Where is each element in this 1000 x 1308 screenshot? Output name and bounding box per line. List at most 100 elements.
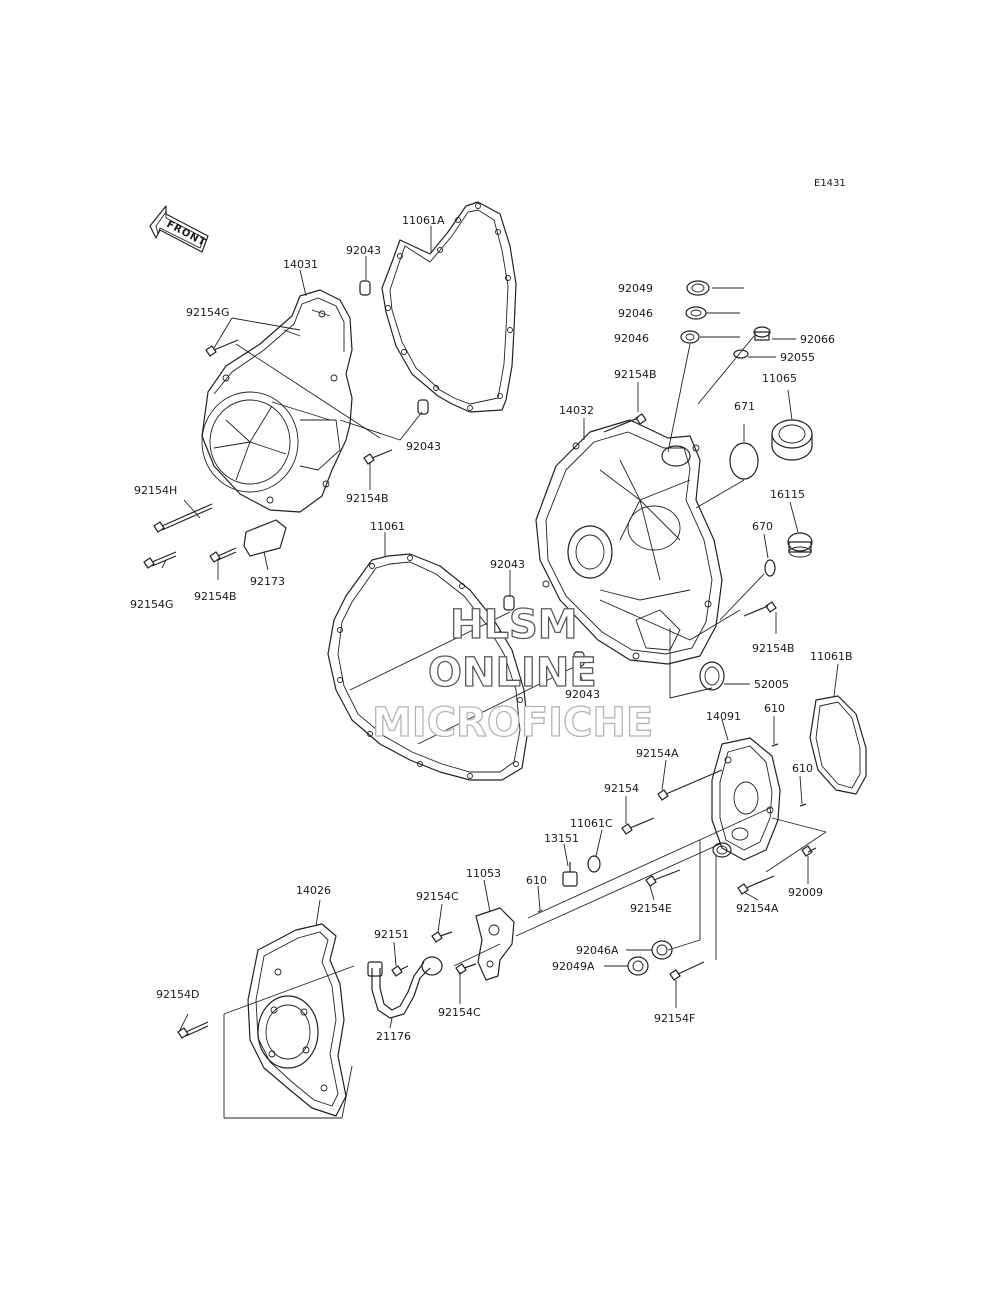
screw-13151-icon (562, 862, 578, 887)
part-16115-label: 16115 (770, 488, 805, 501)
watermark: HLSM ONLINE MICROFICHE (371, 601, 654, 746)
pin-610-b-icon (799, 803, 807, 807)
engine-cover-14031 (201, 289, 353, 513)
part-92154b-right-label: 92154B (752, 642, 795, 655)
bearing-92046-14091-icon (712, 842, 732, 858)
bearing-92046-b-icon (680, 330, 700, 344)
dowel-pin-92043-top-icon (359, 280, 371, 296)
bolt-92009-icon (801, 845, 817, 857)
part-610-a-label: 610 (764, 702, 785, 715)
part-92043-center-label: 92043 (490, 558, 525, 571)
bolt-92154b-lower-icon (209, 547, 237, 563)
gasket-11061b-outline (809, 695, 867, 795)
part-21176-label: 21176 (376, 1030, 411, 1043)
cap-11065-icon (771, 419, 813, 461)
diagram-code: E1431 (814, 178, 846, 189)
gasket-11061a-bolt-holes (385, 203, 513, 411)
bolt-92154b-upper-icon (603, 413, 647, 433)
part-92066-label: 92066 (800, 333, 835, 346)
part-92009-label: 92009 (788, 886, 823, 899)
part-92043-top-label: 92043 (346, 244, 381, 257)
part-11065-label: 11065 (762, 372, 797, 385)
part-92046-b-label: 92046 (614, 332, 649, 345)
part-92154g-bottom-label: 92154G (130, 598, 174, 611)
part-11061a-label: 11061A (402, 214, 445, 227)
part-14031-label: 14031 (283, 258, 318, 271)
bolt-92154b-left-icon (363, 449, 393, 465)
part-92049-label: 92049 (618, 282, 653, 295)
part-92049a-label: 92049A (552, 960, 595, 973)
pin-610-a-icon (771, 743, 779, 747)
part-13151-label: 13151 (544, 832, 579, 845)
part-92151-label: 92151 (374, 928, 409, 941)
bolt-92154g-top-icon (205, 339, 239, 357)
dowel-pin-92043-lower-icon (573, 651, 585, 667)
part-92043-mid-label: 92043 (406, 440, 441, 453)
part-92154c-upper-label: 92154C (416, 890, 459, 903)
bearing-92046-a-icon (685, 306, 707, 320)
watermark-line-3: MICROFICHE (372, 700, 653, 746)
holder-11053 (475, 907, 515, 981)
part-610-b-label: 610 (792, 762, 813, 775)
part-670-label: 670 (752, 520, 773, 533)
seal-52005-icon (699, 661, 725, 691)
watermark-line-1: HLSM (450, 602, 578, 648)
o-ring-671-icon (729, 442, 759, 480)
bolt-92154c-lower-icon (455, 963, 477, 975)
part-14032-label: 14032 (559, 404, 594, 417)
part-11061-label: 11061 (370, 520, 405, 533)
leader-lines (161, 226, 839, 1119)
part-92154-label: 92154 (604, 782, 639, 795)
gasket-11061-bolt-holes (337, 555, 523, 779)
gasket-11061a-outline (381, 201, 517, 413)
part-610-c-label: 610 (526, 874, 547, 887)
part-92154b-left-label: 92154B (346, 492, 389, 505)
cover-14091 (711, 737, 781, 861)
seal-92049a-icon (627, 956, 649, 976)
part-92154b-lower-label: 92154B (194, 590, 237, 603)
part-92055-label: 92055 (780, 351, 815, 364)
bolt-92154f-icon (669, 961, 705, 981)
o-ring-670-icon (764, 559, 776, 577)
cap-16115-icon (787, 532, 813, 558)
sprocket-cover-14026 (247, 923, 347, 1117)
part-14091-label: 14091 (706, 710, 741, 723)
bolt-92154-icon (621, 817, 655, 835)
part-92043-lower-label: 92043 (565, 688, 600, 701)
part-11061c-label: 11061C (570, 817, 613, 830)
part-14026-label: 14026 (296, 884, 331, 897)
front-arrow-icon: FRONT (149, 205, 209, 253)
seal-92049-icon (686, 280, 710, 296)
bolt-92154c-upper-icon (431, 931, 453, 943)
bolt-92151-icon (391, 965, 409, 977)
damper-92173-icon (243, 519, 287, 557)
part-52005-label: 52005 (754, 678, 789, 691)
part-92046a-label: 92046A (576, 944, 619, 957)
part-92154h-label: 92154H (134, 484, 177, 497)
dowel-pin-92043-mid-icon (417, 399, 429, 415)
watermark-line-2: ONLINE (428, 650, 597, 696)
bolt-92154e-icon (645, 869, 681, 887)
part-92154a-lower-label: 92154A (736, 902, 779, 915)
part-labels: 11061A 92043 14031 92154G 92043 92154H 9… (130, 214, 853, 1043)
part-92154f-label: 92154F (654, 1012, 695, 1025)
part-92154g-top-label: 92154G (186, 306, 230, 319)
bolt-92154g-bottom-icon (143, 551, 177, 569)
part-11061b-label: 11061B (810, 650, 853, 663)
bolt-92154a-lower-icon (737, 875, 775, 895)
o-ring-92055-icon (733, 349, 749, 359)
part-92154a-upper-label: 92154A (636, 747, 679, 760)
bolt-92154d-icon (177, 1021, 209, 1039)
bolt-92154b-right-icon (743, 601, 777, 617)
bolt-92154a-upper-icon (657, 769, 723, 801)
hose-21176 (367, 956, 443, 1019)
o-ring-11061c-icon (587, 855, 601, 873)
part-671-label: 671 (734, 400, 755, 413)
bolt-92154h-icon (153, 503, 213, 533)
part-92046-a-label: 92046 (618, 307, 653, 320)
part-92154b-upper-label: 92154B (614, 368, 657, 381)
part-92154c-lower-label: 92154C (438, 1006, 481, 1019)
part-11053-label: 11053 (466, 867, 501, 880)
